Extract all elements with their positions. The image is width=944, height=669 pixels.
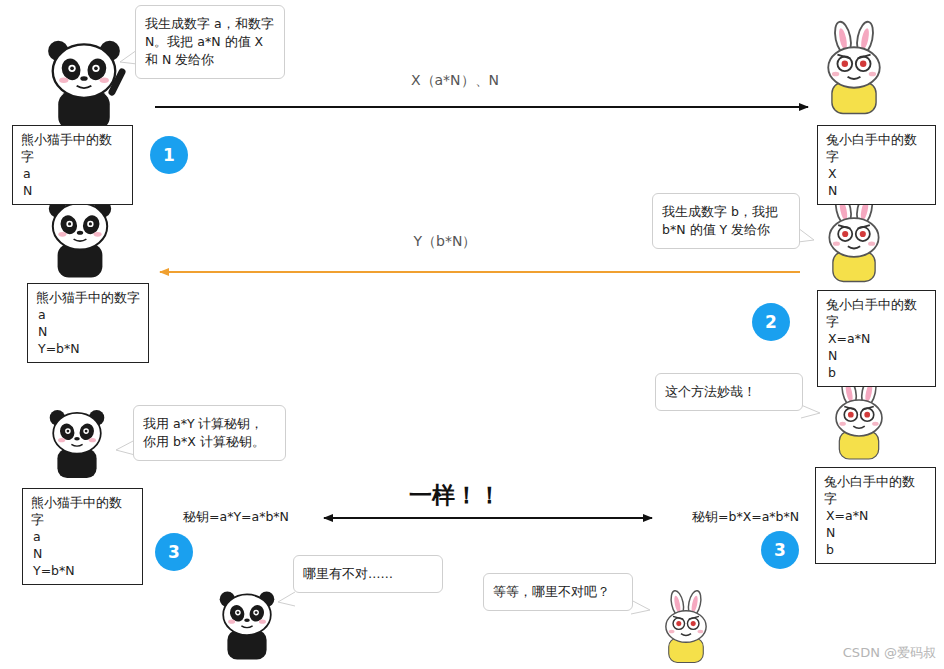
number-value: a <box>36 306 140 323</box>
box-heading: 熊小猫手中的数字 <box>21 131 124 165</box>
bubble-text: 等等，哪里不对吧？ <box>493 583 623 601</box>
number-box: 兔小白手中的数字X=a*NNb <box>815 467 936 564</box>
number-value: a <box>21 165 124 182</box>
message-arrow <box>160 271 800 273</box>
step-number: 3 <box>774 540 786 560</box>
number-box: 熊小猫手中的数字aNY=b*N <box>27 283 149 363</box>
number-value: a <box>31 528 134 545</box>
callout-number: 3 <box>155 533 193 571</box>
key-formula: 秘钥=a*Y=a*b*N <box>183 509 289 526</box>
emphasis-text: 一样！！ <box>409 480 501 511</box>
speech-bubble: 等等，哪里不对吧？ <box>483 573 633 611</box>
key-formula: 秘钥=b*X=a*b*N <box>692 509 799 526</box>
callout-number: 1 <box>150 136 188 174</box>
number-value: b <box>826 364 927 381</box>
arrow-label: Y（b*N） <box>414 233 477 251</box>
bubble-text: 我生成数字 a，和数字 N。我把 a*N 的值 X 和 N 发给你 <box>145 15 275 69</box>
panda-figure <box>48 41 120 130</box>
step-number: 3 <box>168 542 180 562</box>
speech-bubble: 我用 a*Y 计算秘钥，你用 b*X 计算秘钥。 <box>133 405 286 461</box>
message-arrow <box>155 106 808 108</box>
rabbit-figure <box>829 192 878 281</box>
step-number: 1 <box>163 145 175 165</box>
rabbit-figure <box>828 20 880 113</box>
number-value: X=a*N <box>824 507 927 524</box>
callout-number: 2 <box>752 303 790 341</box>
panda-arm <box>112 72 122 92</box>
number-value: N <box>31 545 134 562</box>
number-value: Y=b*N <box>31 562 134 579</box>
rabbit-figure <box>836 376 882 459</box>
number-box: 兔小白手中的数字X=a*NNb <box>817 290 936 387</box>
speech-bubble: 这个方法妙哉！ <box>655 373 803 411</box>
speech-bubble: 我生成数字 b，我把 b*N 的值 Y 发给你 <box>652 193 800 249</box>
number-value: b <box>824 541 927 558</box>
bubble-tail <box>631 600 650 614</box>
number-value: N <box>21 182 124 199</box>
speech-bubble: 哪里有不对…… <box>293 555 443 593</box>
number-value: N <box>826 182 927 199</box>
panda-figure <box>50 410 105 478</box>
bubble-text: 我生成数字 b，我把 b*N 的值 Y 发给你 <box>662 203 790 239</box>
bubble-tail <box>278 592 295 606</box>
number-value: X <box>826 165 927 182</box>
number-value: N <box>826 347 927 364</box>
watermark: CSDN @爱码叔 <box>843 644 936 662</box>
equal-arrow <box>324 517 652 519</box>
bubble-text: 这个方法妙哉！ <box>665 383 793 401</box>
box-heading: 兔小白手中的数字 <box>826 296 927 330</box>
rabbit-figure <box>666 590 706 663</box>
bubble-tail <box>801 405 820 418</box>
speech-bubble: 我生成数字 a，和数字 N。我把 a*N 的值 X 和 N 发给你 <box>135 5 285 79</box>
box-heading: 熊小猫手中的数字 <box>36 289 140 306</box>
number-box: 兔小白手中的数字XN <box>817 125 936 205</box>
panda-figure <box>49 200 111 278</box>
step-number: 2 <box>765 312 777 332</box>
number-value: N <box>36 323 140 340</box>
number-value: X=a*N <box>826 330 927 347</box>
arrow-label: X（a*N）、N <box>411 72 499 90</box>
bubble-text: 我用 a*Y 计算秘钥，你用 b*X 计算秘钥。 <box>143 415 276 451</box>
panda-figure <box>220 592 275 660</box>
callout-number: 3 <box>761 531 799 569</box>
bubble-tail <box>798 228 814 242</box>
box-heading: 兔小白手中的数字 <box>826 131 927 165</box>
number-value: N <box>824 524 927 541</box>
bubble-text: 哪里有不对…… <box>303 565 433 583</box>
box-heading: 熊小猫手中的数字 <box>31 494 134 528</box>
number-value: Y=b*N <box>36 340 140 357</box>
number-box: 熊小猫手中的数字aN <box>12 125 133 205</box>
number-box: 熊小猫手中的数字aNY=b*N <box>22 488 143 585</box>
box-heading: 兔小白手中的数字 <box>824 473 927 507</box>
